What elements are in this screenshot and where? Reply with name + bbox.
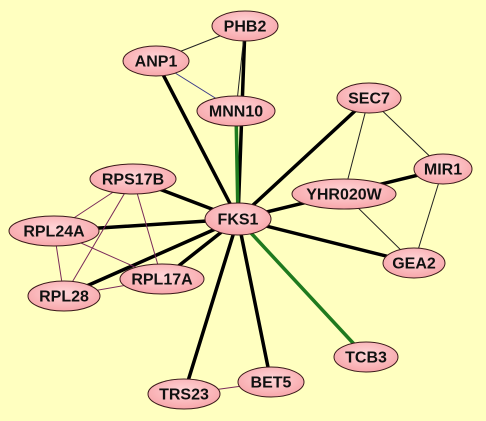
node-rpl24a[interactable]: RPL24A [8, 215, 100, 247]
node-ellipse [122, 45, 190, 77]
edge-rps17b-rpl17a [132, 178, 163, 280]
node-label: MIR1 [424, 162, 462, 179]
node-bet5[interactable]: BET5 [237, 366, 305, 398]
node-label: FKS1 [218, 212, 259, 229]
node-ellipse [237, 366, 305, 398]
node-ellipse [413, 153, 473, 185]
node-label: SEC7 [348, 91, 390, 108]
edge-rps17b-rpl28 [63, 178, 134, 297]
node-ellipse [27, 280, 101, 312]
node-label: MNN10 [209, 104, 263, 121]
node-label: TRS23 [159, 387, 209, 404]
node-ellipse [147, 378, 221, 410]
edge-fks1-bet5 [236, 217, 273, 384]
node-sec7[interactable]: SEC7 [336, 82, 402, 114]
edge-fks1-mnn10 [234, 109, 240, 221]
node-ellipse [333, 341, 399, 373]
node-gea2[interactable]: GEA2 [382, 247, 446, 279]
node-label: RPL28 [39, 289, 89, 306]
node-trs23[interactable]: TRS23 [147, 378, 221, 410]
node-anp1[interactable]: ANP1 [122, 45, 190, 77]
node-mnn10[interactable]: MNN10 [196, 95, 276, 127]
node-label: ANP1 [135, 54, 178, 71]
node-ellipse [336, 82, 402, 114]
node-ellipse [119, 263, 205, 295]
node-ellipse [196, 95, 276, 127]
node-label: BET5 [251, 375, 292, 392]
node-label: RPS17B [102, 172, 164, 189]
node-label: PHB2 [224, 19, 267, 36]
edge-fks1-tcb3 [236, 217, 368, 359]
node-label: RPL17A [131, 272, 193, 289]
node-ellipse [8, 215, 100, 247]
edge-fks1-trs23 [182, 217, 240, 396]
node-phb2[interactable]: PHB2 [211, 10, 279, 42]
node-yhr020w[interactable]: YHR020W [291, 178, 397, 210]
node-mir1[interactable]: MIR1 [413, 153, 473, 185]
node-label: TCB3 [345, 350, 387, 367]
node-ellipse [382, 247, 446, 279]
node-label: RPL24A [23, 224, 85, 241]
node-label: GEA2 [392, 256, 436, 273]
node-ellipse [291, 178, 397, 210]
node-tcb3[interactable]: TCB3 [333, 341, 399, 373]
node-rps17b[interactable]: RPS17B [89, 163, 177, 195]
node-ellipse [211, 10, 279, 42]
edge-fks1-anp1 [154, 59, 240, 221]
node-rpl17a[interactable]: RPL17A [119, 263, 205, 295]
edge-fks1-sec7 [236, 96, 371, 221]
edge-fks1-rpl28 [62, 217, 240, 298]
node-fks1[interactable]: FKS1 [204, 202, 272, 236]
edge-mir1-gea2 [413, 168, 444, 264]
node-ellipse [204, 202, 272, 236]
node-rpl28[interactable]: RPL28 [27, 280, 101, 312]
edge-sec7-yhr020w [343, 97, 370, 195]
node-ellipse [89, 163, 177, 195]
node-label: YHR020W [306, 187, 382, 204]
